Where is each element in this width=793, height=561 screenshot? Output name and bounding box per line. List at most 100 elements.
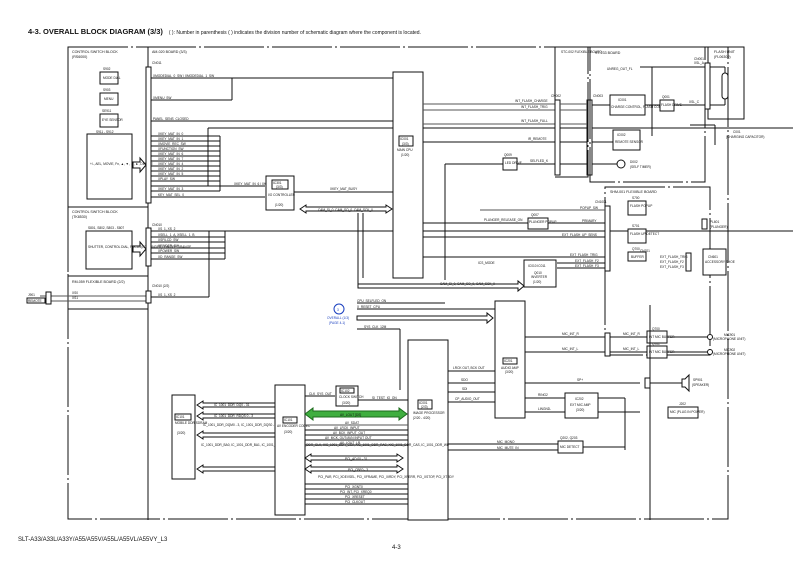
- ref: C001: [733, 130, 741, 134]
- signal: EXT_FLASH_F3: [575, 264, 599, 268]
- loc: (1/20): [401, 153, 409, 157]
- page-ref-icon[interactable]: [333, 303, 345, 315]
- ref: MIC901: [724, 333, 735, 337]
- eye-sensor-label: EYE SENSOR: [102, 118, 123, 122]
- ref: CN601: [708, 255, 718, 259]
- signal: MIC_INT_L: [623, 347, 640, 351]
- signal: XSELL_1_A, XSELL_1_B: [158, 233, 195, 237]
- ext-mic-amp: [564, 392, 599, 419]
- eye-sensor-box: [99, 113, 119, 128]
- connector-label: CN010 (2/2): [152, 284, 169, 288]
- ref: SP901: [693, 378, 703, 382]
- signal: RING2: [538, 393, 548, 397]
- block-sub: (RS6000): [72, 55, 87, 59]
- signal: XMODEDIAL_0_SW / XMODEDIAL_1_SW: [153, 74, 214, 78]
- signal: EXT_FLASH_F2: [575, 259, 599, 263]
- signal: MIC_INT_R: [623, 332, 641, 336]
- ref: IC010 IC011: [528, 264, 546, 268]
- block-sub: (TK8530): [72, 215, 87, 219]
- ref-label: OVERALL (1/3): [327, 316, 349, 320]
- signal: XMENU_SW: [153, 96, 171, 100]
- label: EXT MIC AMP: [570, 403, 591, 407]
- ref: IC001: [400, 137, 409, 141]
- switches-label: SHUTTER, CONTROL DIAL, FOCUS(LCD/FINDER)…: [88, 245, 191, 249]
- block-title: CONTROL SWITCH BLOCK: [72, 210, 118, 214]
- label: (MICROPHONE UNIT): [713, 352, 745, 356]
- signal: PCI_CBE0 - 3: [348, 468, 368, 472]
- rm-flexible-board: RM-059 FLEXIBLE BOARD (2/2) XS0 XS1 J901…: [26, 275, 149, 310]
- label: BUFFER: [631, 255, 644, 259]
- loc: (3/20): [342, 401, 350, 405]
- title-text: 4-3. OVERALL BLOCK DIAGRAM (3/3): [28, 27, 163, 36]
- block-title: CONTROL SWITCH BLOCK: [72, 50, 118, 54]
- connector-cn011: [145, 66, 152, 204]
- left-signal-lines: XMODEDIAL_0_SW / XMODEDIAL_1_SW XMENU_SW…: [151, 74, 793, 298]
- block-title: FLASH UNIT: [714, 50, 736, 54]
- signal: EXT_FLASH_F2: [660, 260, 684, 264]
- signal: SELFLED_K: [530, 159, 549, 163]
- ref: Q701: [652, 342, 660, 346]
- mode-dial-box: [99, 71, 119, 85]
- control-switch-block-2: CONTROL SWITCH BLOCK (TK8530) S801, S802…: [67, 206, 191, 272]
- signal: LINGND-: [538, 407, 551, 411]
- signal: PANEL_SENS_CLOSED: [153, 117, 189, 121]
- plunger-popup: [527, 217, 549, 230]
- stc-st-boards: STC-002 FLEXIBLE BOARD ST-233 BOARD UNRE…: [554, 46, 710, 183]
- av-data-bus-arrow: [304, 407, 408, 421]
- arrow-icon: [132, 156, 147, 174]
- ref: IC101: [176, 415, 185, 419]
- ref: Q700: [632, 247, 640, 251]
- ref: Q009: [504, 153, 512, 157]
- switches-box: [85, 230, 133, 270]
- signal: AV_MCK, OUT/AVN INPUT OUT: [325, 436, 372, 440]
- page-title: 4-3. OVERALL BLOCK DIAGRAM (3/3) ( ): Num…: [28, 27, 421, 36]
- signal: EXT_FLASH_F3: [660, 265, 684, 269]
- ref: Q202, Q203: [560, 436, 578, 440]
- ref: Q700: [652, 327, 660, 331]
- label: ACCESSORY SHOE: [705, 260, 735, 264]
- title-note: ( ): Number in parenthesis ( ) indicates…: [168, 30, 421, 36]
- clock-switch: IC102 CLOCK SWITCH (3/20) SI_TEST_IO_ON: [335, 385, 408, 407]
- page-number: 4-3: [392, 545, 401, 551]
- label: LED DRIVE: [505, 161, 522, 165]
- signal: SYS_CLK_12M: [364, 325, 387, 329]
- board-title: STC-002 FLEXIBLE BOARD: [561, 50, 602, 54]
- signal: XSFILCD_SW: [158, 238, 178, 242]
- microphone-icon: [707, 349, 713, 355]
- signal: IC_1001_DDR_RDQS 0 - 3: [214, 414, 253, 418]
- audio-amp: IC201 AUDIO AMP (3/20) MIC_INT_R MIC_INT…: [448, 300, 745, 520]
- mode-dial-label: MODE DIAL: [103, 76, 121, 80]
- signal: SDI: [462, 387, 467, 391]
- signal: CAM_SI_0, CAM_SO_0, CAM_SCK_0: [440, 282, 495, 286]
- signal: XKEY_MAT_IN_6 / XKEY_MAT_IN_7: [234, 182, 287, 186]
- ref: S701: [632, 224, 640, 228]
- signal: XFUNCTION_SW: [158, 147, 184, 151]
- signal: XD_RANGE_SW: [158, 255, 182, 259]
- ref: IC001: [419, 401, 428, 405]
- control-switch-block-1: CONTROL SWITCH BLOCK (RS6000) S902 MODE …: [67, 47, 153, 520]
- av-codec: IC101 AV ENCODER CODEC (3/20) CLK_SYS_OU…: [274, 384, 455, 516]
- flash-up-detect: [627, 228, 647, 244]
- loc: (1/20): [275, 203, 283, 207]
- arrow-icon: [132, 240, 147, 258]
- signal: SP+: [577, 378, 583, 382]
- signal: PCI_INT, PCI_XREQ0: [340, 490, 372, 494]
- connector-label: CN1001: [595, 200, 607, 204]
- ref: Q001: [662, 95, 670, 99]
- connector-cn002: [554, 99, 561, 176]
- connector-label: CN010: [152, 223, 162, 227]
- flash-popup-switch: [627, 200, 647, 216]
- remote-sensor: [612, 129, 641, 151]
- accessory-shoe: [702, 248, 727, 276]
- connector-cn010b: [145, 290, 152, 304]
- signal: MIC_INT_R: [562, 332, 580, 336]
- signal: CAM_SI_0, CAM_SO_0, CAM_SCK_0: [318, 208, 373, 212]
- signal: INT_FLASH_TRIG: [521, 105, 548, 109]
- image-processor: IC001 (2/3) IMAGE PROCESSOR (2/20 - 4/20…: [407, 339, 495, 521]
- block-title: RM-059 FLEXIBLE BOARD (2/2): [72, 280, 125, 284]
- ref: S700: [632, 196, 640, 200]
- ref: IC201: [504, 359, 513, 363]
- signal: AV_BCK_INPUT_OUT: [333, 431, 365, 435]
- label: (SPEAKER): [692, 383, 709, 387]
